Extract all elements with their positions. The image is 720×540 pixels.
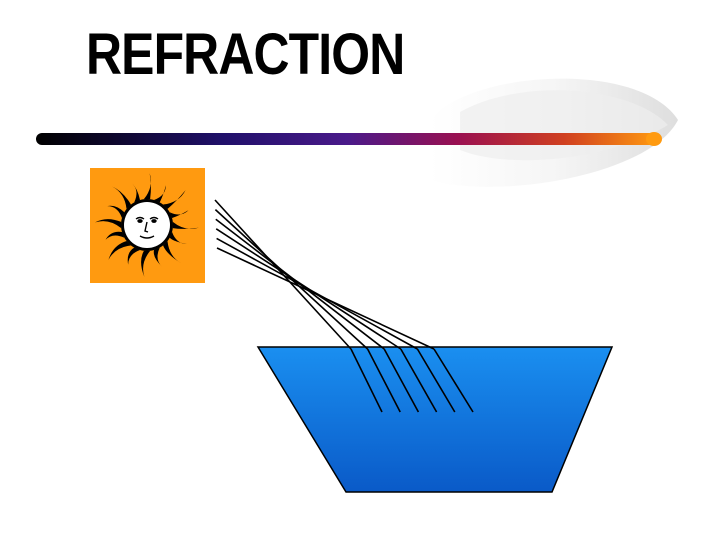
sun-ray [154,185,166,203]
sun-rays [95,173,199,277]
sun-ray [169,232,187,244]
water-container [256,346,614,493]
refracted-ray [400,348,438,413]
sun-ray [163,190,186,209]
sun-face [135,216,159,239]
sun-ray [141,250,151,277]
sun-with-face-icon [90,168,205,283]
sun-ray [112,186,131,209]
sun-ray [105,231,125,240]
sun-ray [163,241,182,264]
sun-ray [95,219,122,229]
refracted-ray [416,348,456,413]
slide-title: REFRACTION [86,22,405,87]
sun-ray [172,221,199,229]
sun-ray [108,241,131,260]
title-underline-bar [36,132,662,146]
refracted-ray [383,348,420,413]
refracted-ray [350,348,383,413]
sun-ray [169,210,189,218]
sun-ray [153,247,162,267]
sun-ray [143,173,151,200]
incident-ray [216,247,435,350]
refracted-ray [433,348,474,413]
sun-ray [127,247,140,265]
sun-ray [107,205,125,218]
decorative-swoosh [430,78,678,187]
refracted-ray [366,348,401,413]
light-rays [214,199,474,413]
sun-ray [132,183,140,203]
